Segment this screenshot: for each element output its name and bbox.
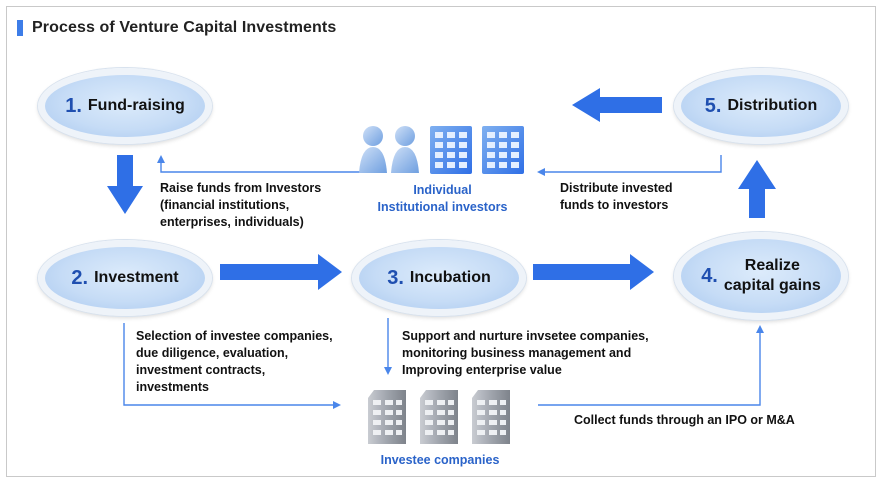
company-building-icon xyxy=(420,390,458,444)
person-icon xyxy=(359,126,387,173)
caption-line: Raise funds from Investors xyxy=(160,181,322,195)
stage-label: Incubation xyxy=(409,269,491,286)
stage-distribution: 5. Distribution xyxy=(674,68,848,144)
caption-support: Support and nurture invsetee companies, … xyxy=(402,328,649,379)
connector-distribution-to-investors xyxy=(537,155,722,176)
caption-collect-funds: Collect funds through an IPO or M&A xyxy=(574,413,795,427)
stage-label: Realize capital gains xyxy=(724,256,821,296)
stage-label: Investment xyxy=(94,269,179,286)
stage-label: Fund-raising xyxy=(87,97,185,114)
stage-label: Distribution xyxy=(727,97,818,114)
investees-label: Investee companies xyxy=(380,453,500,467)
arrow-distribution-left xyxy=(572,88,662,122)
diagram-title: Process of Venture Capital Investments xyxy=(32,19,337,36)
caption-line: Improving enterprise value xyxy=(402,363,562,377)
stage-investment: 2. Investment xyxy=(38,240,212,316)
arrow-investment-to-incubation xyxy=(220,254,342,290)
company-building-icon xyxy=(368,390,406,444)
person-icon xyxy=(391,126,419,173)
caption-line: monitoring business management and xyxy=(402,346,632,360)
caption-line: investment contracts, xyxy=(136,363,266,377)
stage-label-line: capital gains xyxy=(723,277,821,294)
title-accent-bar xyxy=(17,20,23,36)
investors-label-line: Individual xyxy=(413,183,472,197)
stage-number: 5. xyxy=(704,94,722,117)
arrow-realize-to-distribution xyxy=(738,160,776,218)
company-building-icon xyxy=(472,390,510,444)
caption-line: investments xyxy=(136,380,209,394)
caption-line: due diligence, evaluation, xyxy=(136,346,289,360)
stage-incubation: 3. Incubation xyxy=(352,240,526,316)
stage-label-line: Realize xyxy=(744,257,800,274)
investors-label-line: Institutional investors xyxy=(377,200,508,214)
caption-line: (financial institutions, xyxy=(160,198,290,212)
stage-number: 2. xyxy=(71,266,89,289)
stage-number: 3. xyxy=(387,266,404,289)
connector-investors-to-fund xyxy=(157,155,360,173)
caption-line: funds to investors xyxy=(560,198,669,212)
investors-label: Individual Institutional investors xyxy=(360,182,525,216)
stage-fund-raising: 1. Fund-raising xyxy=(38,68,212,144)
stage-number: 4. xyxy=(701,264,718,287)
office-building-icon xyxy=(482,126,524,174)
caption-line: enterprises, individuals) xyxy=(160,215,304,229)
stage-number: 1. xyxy=(65,94,82,117)
caption-line: Selection of investee companies, xyxy=(136,329,333,343)
caption-line: Support and nurture invsetee companies, xyxy=(402,329,649,343)
arrow-fund-to-investment xyxy=(107,155,143,214)
stage-realize-capital-gains: 4. Realize capital gains xyxy=(674,232,848,320)
caption-selection: Selection of investee companies, due dil… xyxy=(136,328,333,396)
connector-investees-to-realize xyxy=(538,325,764,406)
caption-line: Distribute invested xyxy=(560,181,673,195)
arrow-incubation-to-realize xyxy=(533,254,654,290)
connector-investment-to-investees xyxy=(123,323,341,409)
office-building-icon xyxy=(430,126,472,174)
caption-raise-funds: Raise funds from Investors (financial in… xyxy=(160,180,321,231)
caption-distribute: Distribute invested funds to investors xyxy=(560,180,673,214)
